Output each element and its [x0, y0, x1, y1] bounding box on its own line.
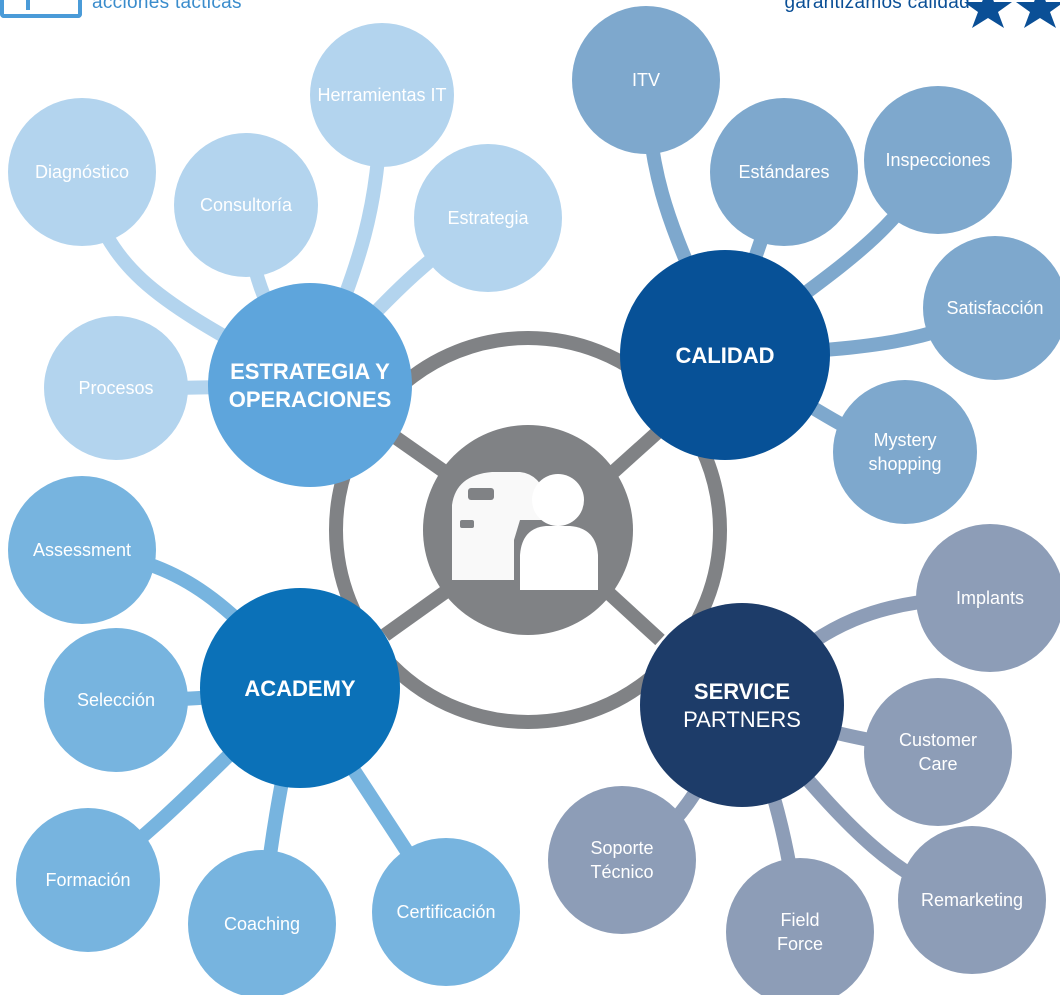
car-and-person-icon: [423, 425, 633, 635]
hubs-layer: ESTRATEGIA Y OPERACIONES CALIDAD ACADEMY SER…: [200, 250, 844, 807]
leaf-label: Consultoría: [200, 195, 293, 215]
leaf-node-formacion: Formación: [16, 808, 160, 952]
leaf-circle: [864, 678, 1012, 826]
leaf-node-inspecciones: Inspecciones: [864, 86, 1012, 234]
leaf-label: Certificación: [396, 902, 495, 922]
leaf-node-remarketing: Remarketing: [898, 826, 1046, 974]
leaf-label: Formación: [45, 870, 130, 890]
leaf-label: shopping: [868, 454, 941, 474]
leaf-circle: [898, 826, 1046, 974]
star-icon: [1016, 0, 1060, 28]
leaf-label: Herramientas IT: [317, 85, 446, 105]
leaf-node-mystery-shopping: Mystery shopping: [833, 380, 977, 524]
leaf-label: Estándares: [738, 162, 829, 182]
leaf-label: Satisfacción: [946, 298, 1043, 318]
leaf-label: Implants: [956, 588, 1024, 608]
leaf-label: Assessment: [33, 540, 131, 560]
leaf-label: Selección: [77, 690, 155, 710]
leaf-circle: [188, 850, 336, 995]
leaf-node-consultoria: Consultoría: [174, 133, 318, 277]
leaf-node-satisfaccion: Satisfacción: [923, 236, 1060, 380]
leaf-circle: [548, 786, 696, 934]
leaf-label: Force: [777, 934, 823, 954]
hub-calidad: CALIDAD: [620, 250, 830, 460]
leaf-circle: [923, 236, 1060, 380]
leaf-label: Field: [780, 910, 819, 930]
leaf-label: ITV: [632, 70, 660, 90]
leaf-node-herramientas-it: Herramientas IT: [310, 23, 454, 167]
hub-label: SERVICE: [694, 679, 790, 704]
leaf-node-diagnostico: Diagnóstico: [8, 98, 156, 246]
leaf-label: Diagnóstico: [35, 162, 129, 182]
leaf-node-implants: Implants: [916, 524, 1060, 672]
hub-service: SERVICE PARTNERS: [640, 603, 844, 807]
leaf-circle: [864, 86, 1012, 234]
leaf-label: Estrategia: [447, 208, 529, 228]
leaf-label: Coaching: [224, 914, 300, 934]
hub-circle: [640, 603, 844, 807]
hub-academy: ACADEMY: [200, 588, 400, 788]
hub-label: ACADEMY: [244, 676, 356, 701]
leaf-node-procesos: Procesos: [44, 316, 188, 460]
leaf-label: Care: [918, 754, 957, 774]
central-ring: [329, 331, 727, 729]
leaf-label: Inspecciones: [885, 150, 990, 170]
leaf-node-assessment: Assessment: [8, 476, 156, 624]
header-left-tagline: acciones tácticas: [92, 0, 242, 13]
hub-circle: [620, 250, 830, 460]
leaf-circle: [916, 524, 1060, 672]
hub-label: ESTRATEGIA Y: [230, 359, 390, 384]
leaf-label: Customer: [899, 730, 977, 750]
hub-estrategia: ESTRATEGIA Y OPERACIONES: [208, 283, 412, 487]
leaf-circle: [710, 98, 858, 246]
leaf-node-coaching: Coaching: [188, 850, 336, 995]
hub-circle: [200, 588, 400, 788]
leaf-node-certificacion: Certificación: [372, 838, 520, 986]
hub-label: CALIDAD: [676, 343, 775, 368]
leaf-circle: [414, 144, 562, 292]
leaf-circle: [310, 23, 454, 167]
leaf-label: Técnico: [590, 862, 653, 882]
leaf-label: Mystery: [874, 430, 937, 450]
hub-circle: [208, 283, 412, 487]
leaf-circle: [833, 380, 977, 524]
leaf-circle: [174, 133, 318, 277]
leaf-label: Remarketing: [921, 890, 1023, 910]
leaf-circle: [8, 476, 156, 624]
leaf-circle: [8, 98, 156, 246]
leaf-circle: [726, 858, 874, 995]
leaf-node-seleccion: Selección: [44, 628, 188, 772]
hub-label: PARTNERS: [683, 707, 801, 732]
leaf-circle: [44, 316, 188, 460]
leaf-circle: [572, 6, 720, 154]
leaf-label: Soporte: [590, 838, 653, 858]
hub-label: OPERACIONES: [229, 387, 392, 412]
star-icon: [964, 0, 1012, 28]
leaf-circle: [44, 628, 188, 772]
logo-fragment: [0, 0, 82, 18]
leaf-node-estrategia: Estrategia: [414, 144, 562, 292]
leaf-node-estandares: Estándares: [710, 98, 858, 246]
leaf-label: Procesos: [78, 378, 153, 398]
header-right-tagline: garantizamos calidad: [784, 0, 970, 13]
leaf-circle: [372, 838, 520, 986]
leaf-circle: [16, 808, 160, 952]
star-icon-group: [964, 0, 1060, 28]
leaf-node-itv: ITV: [572, 6, 720, 154]
